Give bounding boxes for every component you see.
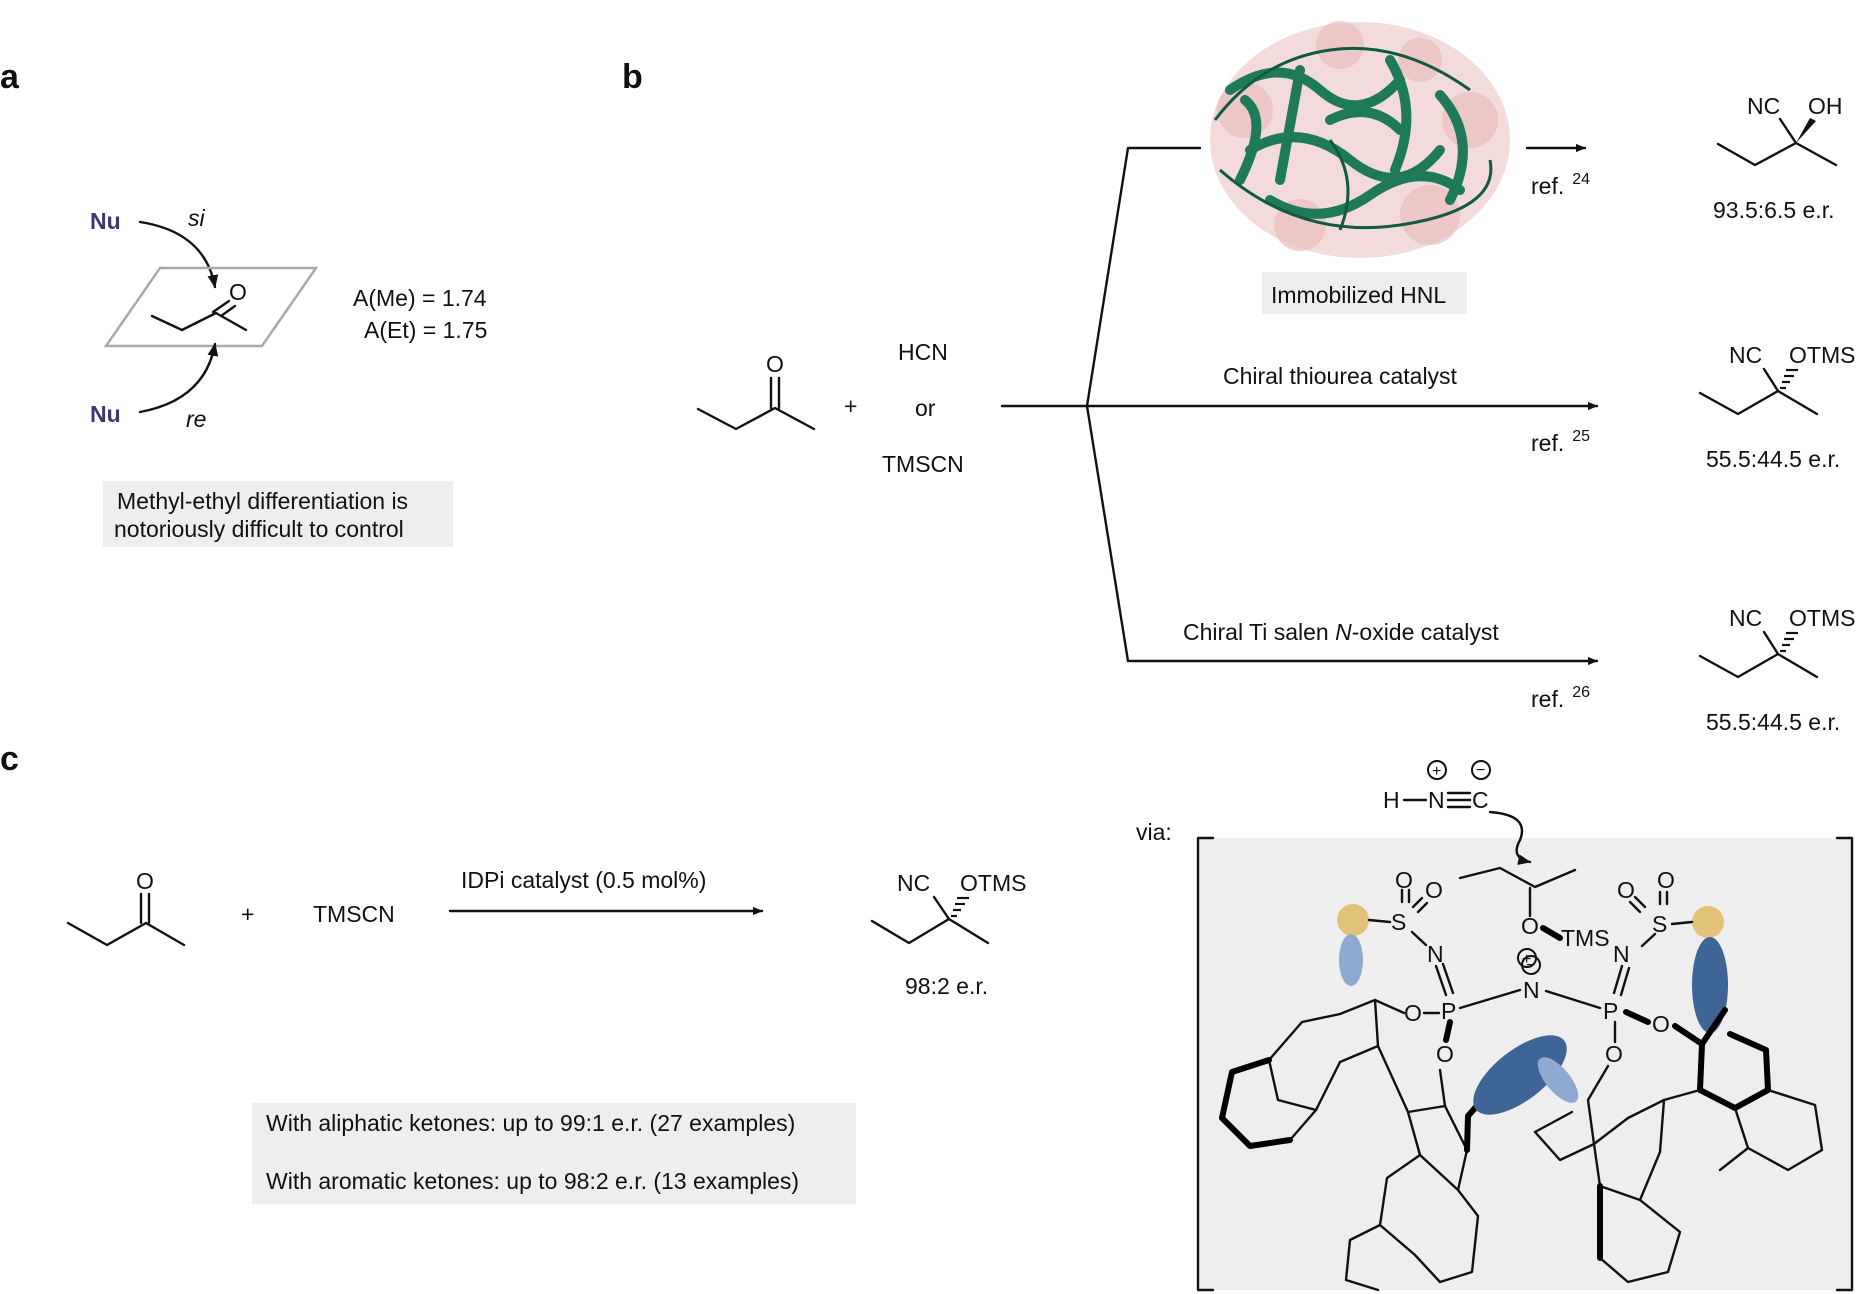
note-line-1: Methyl-ethyl differentiation is xyxy=(117,488,408,514)
idpi-left-half: S O O N P O O xyxy=(1219,867,1522,1292)
re-attack-arrow xyxy=(138,342,219,414)
panel-b: O + HCN or TMSCN xyxy=(696,21,1855,735)
panel-label-b: b xyxy=(622,58,643,96)
reagent-tmscn: TMSCN xyxy=(882,451,964,477)
route3-catalyst: Chiral Ti salen N-oxide catalyst xyxy=(1183,619,1499,645)
svg-text:H: H xyxy=(1383,787,1400,813)
ts-oxygen: O xyxy=(1521,913,1539,939)
idpi-er: 98:2 e.r. xyxy=(905,973,988,999)
scope-aliphatic: With aliphatic ketones: up to 99:1 e.r. … xyxy=(266,1110,795,1136)
route2-product: NC OTMS xyxy=(1698,342,1855,416)
svg-text:NC: NC xyxy=(1729,342,1762,368)
via-label: via: xyxy=(1136,819,1172,845)
idpi-catalyst-label: IDPi catalyst (0.5 mol%) xyxy=(461,867,706,893)
carbonyl-oxygen-a: O xyxy=(229,279,247,305)
panel-label-a: a xyxy=(0,58,20,96)
re-face-label: re xyxy=(186,406,206,432)
ts-bracket-right xyxy=(1835,836,1854,1292)
svg-text:−: − xyxy=(1526,957,1535,974)
svg-text:+: + xyxy=(1522,951,1531,968)
svg-text:S: S xyxy=(1652,911,1667,937)
scope-aromatic: With aromatic ketones: up to 98:2 e.r. (… xyxy=(266,1168,799,1194)
svg-text:N: N xyxy=(1427,941,1444,967)
svg-text:NC: NC xyxy=(1747,93,1780,119)
enzyme-label-box xyxy=(1262,272,1467,314)
svg-text:NC: NC xyxy=(1729,605,1762,631)
a-value-methyl: A(Me) = 1.74 xyxy=(353,285,487,311)
butanone-skeleton-c xyxy=(66,921,186,947)
svg-text:OTMS: OTMS xyxy=(960,870,1026,896)
svg-text:OTMS: OTMS xyxy=(1789,605,1855,631)
route3-er: 55.5:44.5 e.r. xyxy=(1706,709,1840,735)
route3-ref: ref.26 xyxy=(1531,684,1590,712)
svg-text:NC: NC xyxy=(897,870,930,896)
plus-b: + xyxy=(844,393,857,419)
route2-er: 55.5:44.5 e.r. xyxy=(1706,446,1840,472)
svg-text:O: O xyxy=(1657,867,1675,893)
butanone-skeleton-b xyxy=(696,406,816,431)
svg-text:OTMS: OTMS xyxy=(1789,342,1855,368)
reagent-hcn: HCN xyxy=(898,339,948,365)
a-value-ethyl: A(Et) = 1.75 xyxy=(364,317,487,343)
reagent-tmscn-c: TMSCN xyxy=(313,901,395,927)
branch-bottom xyxy=(1085,404,1599,666)
carbonyl-oxygen-b: O xyxy=(766,351,784,377)
route1-er: 93.5:6.5 e.r. xyxy=(1713,197,1834,223)
enzyme-structure xyxy=(1210,21,1510,258)
si-face-label: si xyxy=(188,205,206,231)
note-line-2: notoriously difficult to control xyxy=(114,516,404,542)
enzyme-label: Immobilized HNL xyxy=(1271,282,1446,308)
central-n: N xyxy=(1523,977,1540,1003)
svg-text:P: P xyxy=(1603,998,1618,1024)
panel-label-c: c xyxy=(0,740,19,778)
route1-product: NC OH xyxy=(1716,93,1843,167)
carbonyl-plane xyxy=(103,266,319,348)
si-attack-arrow xyxy=(138,220,219,289)
ts-tms: TMS xyxy=(1561,925,1610,951)
svg-text:O: O xyxy=(1404,1000,1422,1026)
butanone-skeleton-a xyxy=(150,311,248,332)
nucleophile-bottom: Nu xyxy=(90,401,121,427)
svg-text:O: O xyxy=(1436,1041,1454,1067)
svg-text:O: O xyxy=(1652,1011,1670,1037)
route1-ref: ref.24 xyxy=(1531,171,1590,199)
svg-text:C: C xyxy=(1472,787,1489,813)
reagent-or: or xyxy=(915,395,936,421)
note-box xyxy=(103,481,453,547)
svg-text:P: P xyxy=(1441,998,1456,1024)
svg-text:O: O xyxy=(1395,867,1413,893)
idpi-product: NC OTMS xyxy=(870,870,1026,945)
idpi-right-half: S O O N P O O xyxy=(1473,867,1824,1284)
ts-bracket-left xyxy=(1196,836,1215,1292)
plus-c: + xyxy=(241,901,254,927)
svg-text:O: O xyxy=(1617,877,1635,903)
carbonyl-oxygen-c: O xyxy=(136,868,154,894)
ts-ketone xyxy=(1458,866,1577,889)
panel-c: O + TMSCN IDPi catalyst (0.5 mol%) NC OT… xyxy=(66,760,1854,1292)
branch-top xyxy=(1085,146,1202,408)
svg-text:−: − xyxy=(1476,762,1485,779)
svg-text:OH: OH xyxy=(1808,93,1843,119)
svg-text:O: O xyxy=(1425,877,1443,903)
hnc-molecule: H N C + − xyxy=(1383,760,1532,865)
svg-text:O: O xyxy=(1605,1041,1623,1067)
svg-text:+: + xyxy=(1432,763,1441,780)
svg-text:N: N xyxy=(1428,787,1445,813)
route2-ref: ref.25 xyxy=(1531,428,1590,456)
route2-catalyst: Chiral thiourea catalyst xyxy=(1223,363,1458,389)
panel-a: Nu si O Nu re A(Me) = 1.74 A(Et) = 1.75 … xyxy=(90,205,487,547)
route3-product: NC OTMS xyxy=(1698,605,1855,679)
svg-text:N: N xyxy=(1613,941,1630,967)
nucleophile-top: Nu xyxy=(90,208,121,234)
scope-box xyxy=(252,1103,856,1204)
svg-text:S: S xyxy=(1391,909,1406,935)
